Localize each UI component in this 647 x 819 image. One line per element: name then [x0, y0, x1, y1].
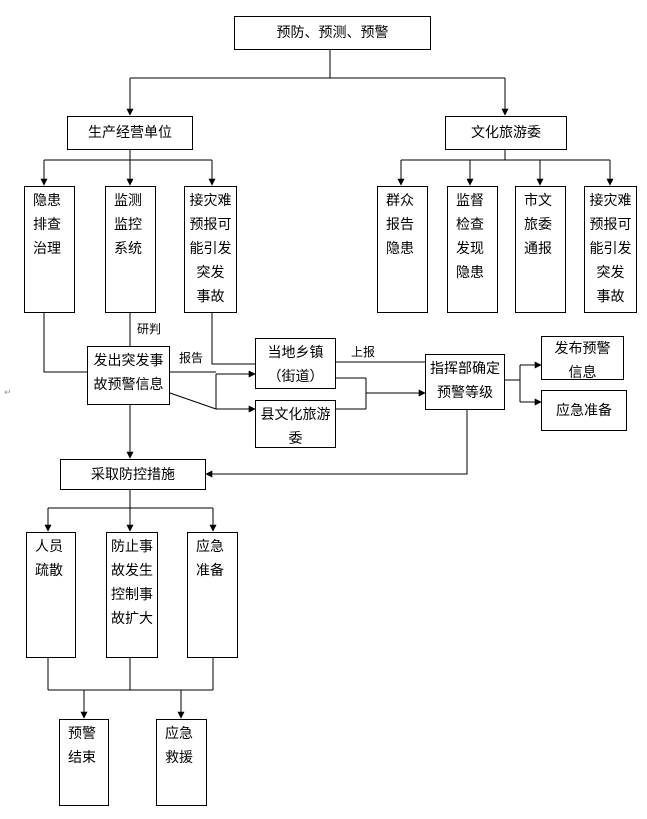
node-c4-label: 接灾难 预报可 能引发 突发 事故 — [589, 193, 632, 305]
node-c3-label: 市文 旅委 通报 — [524, 193, 552, 257]
node-command: 指挥部确定 预警等级 — [425, 354, 505, 410]
node-c4: 接灾难 预报可 能引发 突发 事故 — [584, 186, 637, 313]
edge-p1-to-alert — [43, 313, 87, 373]
node-m2-label: 防止事 故发生 控制事 故扩大 — [111, 539, 153, 627]
node-m3: 应急 准备 — [187, 532, 238, 658]
node-prod: 生产经营单位 — [67, 116, 193, 150]
node-measures-label: 采取防控措施 — [91, 467, 175, 483]
node-alert-label: 发出突发事 故预警信息 — [93, 353, 164, 393]
node-prep1-label: 应急准备 — [556, 403, 612, 419]
label-shangbao: 上报 — [351, 345, 376, 359]
node-prep1: 应急准备 — [541, 390, 627, 431]
node-culture-label: 文化旅游委 — [471, 125, 541, 141]
node-p1: 隐患 排查 治理 — [24, 186, 75, 313]
node-end: 预警 结束 — [59, 719, 109, 806]
label-baogao: 报告 — [179, 351, 204, 365]
node-m1-label: 人员 疏散 — [35, 539, 63, 579]
node-c1: 群众 报告 隐患 — [377, 186, 428, 313]
node-c2: 监督 检查 发现 隐患 — [447, 186, 498, 313]
label-yanpan: 研判 — [137, 322, 162, 336]
margin-paragraph-mark: ↵ — [4, 388, 12, 398]
node-m3-label: 应急 准备 — [196, 539, 224, 579]
node-c2-label: 监督 检查 发现 隐患 — [456, 193, 484, 281]
node-town: 当地乡镇 （街道） — [255, 338, 336, 389]
node-measures: 采取防控措施 — [60, 459, 206, 490]
node-end-label: 预警 结束 — [68, 726, 96, 766]
node-p3-label: 接灾难 预报可 能引发 突发 事故 — [189, 193, 232, 305]
node-c1-label: 群众 报告 隐患 — [386, 193, 414, 257]
node-m1: 人员 疏散 — [26, 532, 76, 658]
node-alert: 发出突发事 故预警信息 — [87, 346, 170, 405]
edge-alert-county-diag — [169, 392, 217, 410]
node-culture: 文化旅游委 — [445, 116, 567, 150]
edge-command-to-measures — [205, 410, 468, 478]
node-top: 预防、预测、预警 — [234, 16, 431, 50]
node-p2: 监测 监控 系统 — [105, 186, 156, 313]
node-county: 县文化旅游 委 — [255, 400, 336, 448]
node-c3: 市文 旅委 通报 — [515, 186, 566, 313]
node-p1-label: 隐患 排查 治理 — [33, 193, 61, 257]
node-town-label: 当地乡镇 （街道） — [267, 345, 324, 385]
node-command-label: 指挥部确定 预警等级 — [430, 361, 500, 401]
edge-p3-to-town — [211, 313, 255, 365]
node-p3: 接灾难 预报可 能引发 突发 事故 — [184, 186, 237, 313]
node-publish: 发布预警 信息 — [541, 336, 624, 381]
node-rescue: 应急 救援 — [156, 719, 207, 806]
node-county-label: 县文化旅游 委 — [260, 407, 331, 447]
node-m2: 防止事 故发生 控制事 故扩大 — [106, 532, 158, 658]
node-prod-label: 生产经营单位 — [88, 125, 172, 141]
node-top-label: 预防、预测、预警 — [276, 25, 389, 41]
node-rescue-label: 应急 救援 — [165, 726, 193, 766]
node-p2-label: 监测 监控 系统 — [114, 193, 142, 257]
node-publish-label: 发布预警 信息 — [554, 341, 611, 381]
